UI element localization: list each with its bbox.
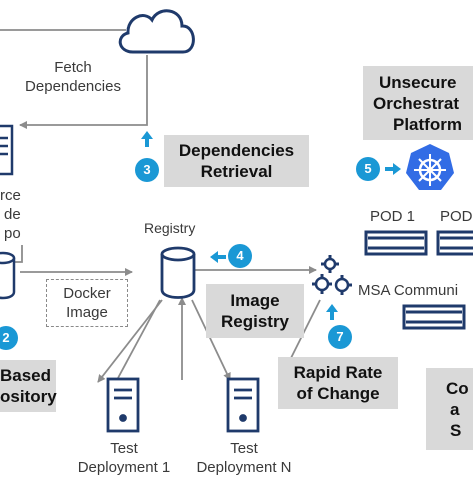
callout-line: S bbox=[450, 420, 462, 440]
callout-line: Registry bbox=[220, 312, 290, 331]
callout-line: Image bbox=[230, 291, 280, 310]
callout-line: Platform bbox=[393, 114, 462, 134]
docker-image-label: Docker Image bbox=[46, 284, 128, 322]
source-label: rce bbox=[0, 187, 21, 204]
test1-subtitle: Deployment 1 bbox=[77, 459, 171, 476]
docker-label: Docker bbox=[63, 285, 111, 302]
registry-label: Registry bbox=[144, 220, 196, 236]
callout-line: Co bbox=[446, 378, 469, 398]
source-repo-label: rce de po bbox=[0, 186, 21, 243]
gears-icon bbox=[312, 255, 352, 295]
step4-left-arrow bbox=[210, 251, 226, 263]
rapid-rate-callout: Rapid Rate of Change bbox=[278, 357, 398, 409]
server-tower-icon-n bbox=[226, 377, 260, 433]
callout-line: of Change bbox=[296, 384, 380, 403]
fetch-dependencies-line bbox=[19, 55, 148, 129]
test1-title: Test bbox=[110, 440, 138, 457]
step-4-badge: 4 bbox=[228, 244, 252, 268]
callout-line: Rapid Rate bbox=[293, 363, 383, 382]
registry-to-test1-line bbox=[97, 299, 163, 383]
testN-subtitle: Deployment N bbox=[196, 459, 292, 476]
code-label: de bbox=[4, 206, 21, 223]
right-bottom-callout: Co a S bbox=[426, 368, 473, 450]
server-rack-icon bbox=[0, 124, 14, 176]
dependencies-label: Dependencies bbox=[25, 78, 121, 95]
step-arrows bbox=[141, 131, 401, 320]
step-2-badge: 2 bbox=[0, 326, 18, 350]
repo-label: po bbox=[4, 225, 21, 242]
step-5-badge: 5 bbox=[356, 157, 380, 181]
pod2-label: POD bbox=[440, 208, 473, 225]
step7-up-arrow bbox=[326, 304, 338, 320]
test1-return-line bbox=[117, 299, 161, 379]
kubernetes-helm-icon bbox=[406, 144, 454, 190]
fetch-dependencies-label: Fetch Dependencies bbox=[18, 58, 128, 96]
registry-to-testN-line bbox=[191, 299, 231, 381]
msa-communication-label: MSA Communi bbox=[358, 282, 459, 299]
docker-image-box bbox=[46, 279, 128, 327]
image-registry-callout: Image Registry bbox=[206, 284, 304, 338]
image-label: Image bbox=[66, 304, 108, 321]
unsecured-orchestration-callout: Unsecure Orchestrat Platform bbox=[363, 66, 473, 140]
database-cylinder-icon bbox=[0, 251, 16, 300]
test-deployment-1-label: Test Deployment 1 bbox=[64, 439, 184, 477]
callout-line: Unsecure bbox=[379, 72, 457, 92]
testN-title: Test bbox=[230, 440, 258, 457]
callout-line: Dependencies bbox=[178, 141, 295, 160]
callout-line: ository bbox=[0, 387, 57, 406]
pod-rack-icon bbox=[364, 230, 473, 330]
callout-line: Retrieval bbox=[200, 162, 273, 181]
server-tower-icon bbox=[106, 377, 140, 433]
cloud-icon bbox=[118, 9, 195, 54]
registry-cylinder-icon bbox=[160, 246, 196, 299]
based-repository-callout: Based ository bbox=[0, 360, 57, 412]
step3-up-arrow bbox=[141, 131, 153, 147]
connector-lines bbox=[0, 29, 321, 390]
fetch-label: Fetch bbox=[54, 59, 92, 76]
step5-right-arrow bbox=[385, 163, 401, 175]
step-7-badge: 7 bbox=[328, 325, 352, 349]
pod1-label: POD 1 bbox=[370, 208, 416, 225]
step-3-badge: 3 bbox=[135, 158, 159, 182]
dependencies-retrieval-callout: Dependencies Retrieval bbox=[164, 135, 309, 187]
test-deployment-n-label: Test Deployment N bbox=[184, 439, 304, 477]
callout-line: a bbox=[450, 399, 460, 419]
callout-line: Based bbox=[0, 366, 52, 385]
callout-line: Orchestrat bbox=[373, 93, 459, 113]
